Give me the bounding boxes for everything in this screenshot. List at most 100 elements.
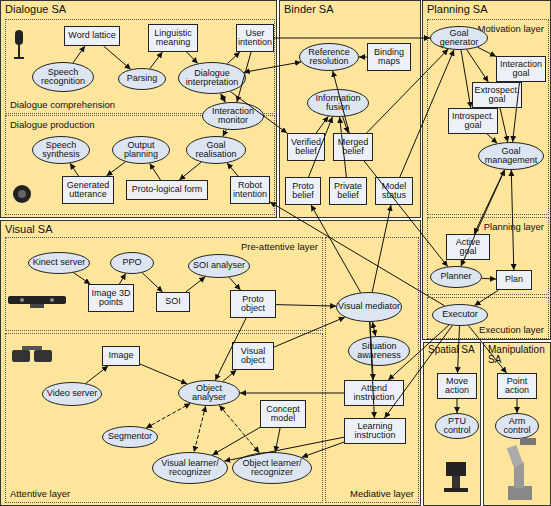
ellipse-shape bbox=[233, 453, 312, 484]
ellipse-shape bbox=[103, 427, 158, 448]
connector-arrow bbox=[385, 326, 453, 418]
connector-arrow bbox=[302, 442, 344, 457]
node-label: Image 3D points bbox=[89, 289, 133, 308]
node-label: Goal realisation bbox=[186, 141, 246, 160]
ellipse-shape bbox=[43, 383, 102, 406]
subarchitecture-panel: Manipulation SAPoint actionArm control bbox=[483, 342, 551, 506]
layer-heading: Dialogue production bbox=[10, 119, 95, 130]
connector-arrow bbox=[237, 52, 251, 102]
node-label: Dialogue interpretation bbox=[178, 69, 246, 88]
node-label: Merged belief bbox=[334, 138, 372, 157]
connector-arrow bbox=[215, 318, 246, 380]
node-label: Information fusion bbox=[307, 94, 369, 113]
data-box: Attend instruction bbox=[344, 380, 404, 406]
connector-arrow bbox=[223, 370, 237, 381]
layer-heading: Mediative layer bbox=[350, 488, 414, 499]
data-box: SOI bbox=[156, 292, 190, 312]
ellipse-shape bbox=[431, 267, 482, 288]
ellipse-shape bbox=[496, 414, 539, 439]
node-label: SOI bbox=[164, 297, 182, 306]
process-ellipse: Arm control bbox=[495, 413, 539, 439]
layer-zone: Mediative layer Visual mediatorSituation … bbox=[325, 237, 419, 503]
process-ellipse: SOI analyser bbox=[188, 254, 250, 278]
connector-arrow bbox=[316, 116, 328, 133]
data-box: Concept model bbox=[260, 400, 306, 428]
ellipse-shape bbox=[29, 253, 90, 274]
node-label: Visual object bbox=[233, 347, 273, 366]
connector-arrow bbox=[274, 317, 345, 347]
connector-arrow bbox=[457, 399, 458, 413]
node-label: Planner bbox=[439, 272, 472, 281]
process-ellipse: Visual mediator bbox=[336, 292, 402, 322]
process-ellipse: PTU control bbox=[435, 413, 479, 439]
node-label: Situation awareness bbox=[348, 342, 410, 361]
connector-arrow bbox=[275, 428, 280, 452]
connector-arrow bbox=[400, 50, 454, 177]
layer-heading: Motivation layer bbox=[477, 23, 544, 34]
connector-arrow bbox=[372, 205, 391, 292]
connector-arrow bbox=[150, 52, 163, 69]
ellipse-shape bbox=[179, 381, 240, 406]
data-box: Interaction goal bbox=[496, 56, 546, 82]
data-box: Binding maps bbox=[367, 43, 411, 71]
node-label: Robot intention bbox=[231, 181, 269, 200]
ellipse-shape bbox=[113, 137, 170, 164]
connector-arrow bbox=[274, 38, 430, 39]
connector-arrow bbox=[482, 278, 496, 280]
ellipse-shape bbox=[111, 253, 154, 274]
process-ellipse: Goal management bbox=[478, 142, 544, 170]
node-label: Word lattice bbox=[67, 31, 116, 40]
data-box: Generated utterance bbox=[62, 176, 114, 204]
process-ellipse: Executor bbox=[432, 304, 488, 326]
subarchitecture-panel: Planning SA Motivation layerGoal generato… bbox=[422, 0, 551, 340]
ellipse-shape bbox=[187, 137, 246, 164]
ellipse-shape bbox=[436, 414, 479, 439]
process-ellipse: Object analyser bbox=[178, 380, 240, 406]
connector-arrow bbox=[223, 130, 226, 137]
connector-arrow bbox=[224, 437, 344, 461]
layer-zone: Planning layerActive goalPlannerPlan bbox=[427, 217, 549, 295]
node-label: Object analyser bbox=[178, 384, 240, 403]
process-ellipse: Speech recognition bbox=[32, 62, 94, 92]
connector-arrow bbox=[240, 393, 344, 394]
connector-arrow bbox=[230, 92, 287, 134]
data-box: User intention bbox=[236, 24, 274, 52]
node-label: Linguistic meaning bbox=[149, 29, 197, 48]
data-box: Proto belief bbox=[285, 177, 321, 205]
process-ellipse: Dialogue interpretation bbox=[178, 62, 246, 94]
connector-arrow bbox=[388, 325, 449, 380]
connector-arrow bbox=[367, 49, 449, 133]
node-label: Concept model bbox=[261, 405, 305, 424]
panel-heading: Dialogue SA bbox=[5, 3, 66, 15]
connector-arrow bbox=[370, 322, 375, 418]
process-ellipse: Parsing bbox=[118, 68, 166, 90]
connector-arrow bbox=[179, 162, 201, 180]
data-box: Image 3D points bbox=[88, 284, 134, 312]
subarchitecture-panel: Spatial SAMove actionPTU control bbox=[423, 342, 481, 506]
connector-arrow bbox=[227, 163, 238, 176]
connector-arrow bbox=[107, 162, 126, 176]
data-box: Learning instruction bbox=[344, 418, 406, 444]
node-label: Interaction monitor bbox=[202, 107, 264, 126]
node-label: Speech synthesis bbox=[32, 141, 90, 160]
layer-zone: Motivation layerGoal generatorInteractio… bbox=[427, 19, 549, 215]
layer-zone: Dialogue comprehensionSpeech recognition… bbox=[5, 19, 275, 114]
node-label: Arm control bbox=[495, 417, 539, 436]
panel-heading: Spatial SA bbox=[428, 345, 478, 355]
node-label: Segmentor bbox=[107, 432, 153, 441]
node-label: Speech recognition bbox=[32, 68, 94, 87]
connector-arrow bbox=[474, 170, 504, 234]
data-box: Linguistic meaning bbox=[148, 24, 198, 52]
panel-heading: Binder SA bbox=[284, 3, 334, 15]
connector-arrow bbox=[511, 170, 514, 270]
node-label: Goal generator bbox=[430, 29, 488, 48]
connector-arrow bbox=[468, 326, 506, 374]
panel-heading: Planning SA bbox=[427, 3, 488, 15]
connector-arrow bbox=[276, 305, 336, 307]
connector-arrow bbox=[333, 71, 350, 133]
data-box: Plan bbox=[496, 270, 532, 290]
process-ellipse: Goal generator bbox=[430, 26, 488, 50]
ellipse-shape bbox=[431, 27, 488, 50]
